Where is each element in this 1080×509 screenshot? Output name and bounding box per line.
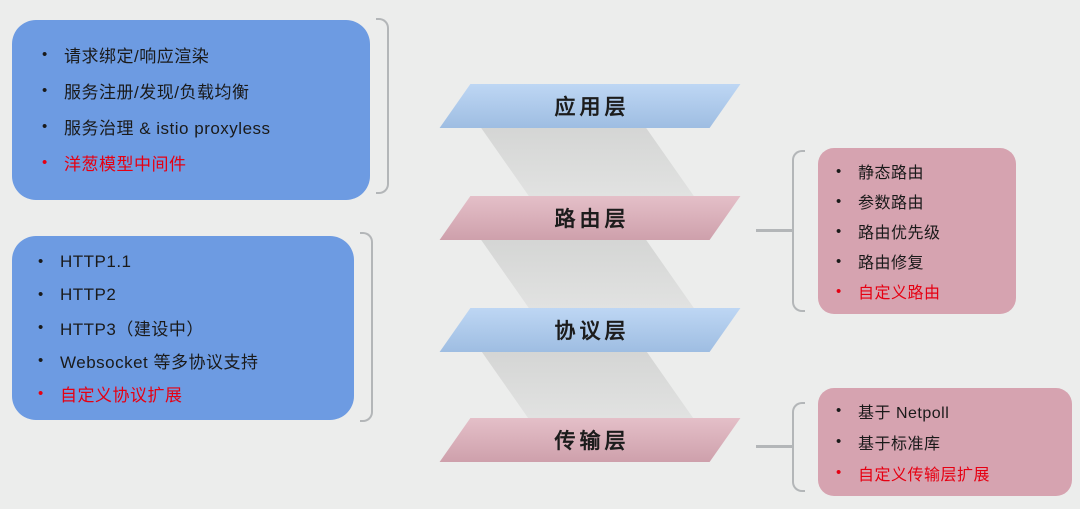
list-item: • 基于 Netpoll (836, 395, 1066, 426)
list-item-text: 自定义协议扩展 (60, 386, 183, 405)
list-item: • 请求绑定/响应渲染 (42, 36, 362, 72)
list-item-highlight: • 自定义协议扩展 (38, 377, 346, 410)
bracket-application (376, 18, 389, 194)
bracket-protocol (360, 232, 373, 422)
list-item-text: HTTP1.1 (60, 251, 132, 271)
list-item: • 基于标准库 (836, 426, 1066, 457)
feature-box-application: • 请求绑定/响应渲染 • 服务注册/发现/负载均衡 • 服务治理 & isti… (12, 20, 370, 200)
layer-label: 路由层 (554, 208, 630, 231)
list-item-text: 基于标准库 (858, 435, 941, 453)
list-item-highlight: • 洋葱模型中间件 (42, 144, 362, 180)
layer-label: 应用层 (554, 96, 630, 119)
list-item-text: 自定义路由 (858, 285, 941, 302)
list-item: • 路由修复 (836, 246, 1010, 276)
list-item: • 路由优先级 (836, 216, 1010, 246)
feature-box-routing: • 静态路由 • 参数路由 • 路由优先级 • 路由修复 • 自定义路由 (818, 148, 1016, 314)
list-item: • Websocket 等多协议支持 (38, 344, 346, 377)
list-item: • 服务治理 & istio proxyless (42, 108, 362, 144)
layer-application: 应用层 (439, 84, 741, 128)
bullet-icon: • (836, 222, 842, 240)
list-item-text: 自定义传输层扩展 (858, 466, 991, 484)
bullet-icon: • (38, 385, 44, 402)
bullet-icon: • (836, 282, 842, 300)
bullet-icon: • (836, 402, 842, 419)
layer-routing: 路由层 (439, 196, 741, 240)
bullet-icon: • (42, 81, 48, 99)
bracket-tick (756, 229, 792, 232)
list-item: • 静态路由 (836, 156, 1010, 186)
layer-transport: 传输层 (439, 418, 741, 462)
list-item-highlight: • 自定义路由 (836, 276, 1010, 306)
feature-box-transport: • 基于 Netpoll • 基于标准库 • 自定义传输层扩展 (818, 388, 1072, 496)
ribbon-fold (477, 346, 698, 424)
bullet-icon: • (836, 464, 842, 481)
bullet-icon: • (42, 117, 48, 135)
list-item-text: HTTP3（建设中） (60, 320, 204, 339)
bullet-icon: • (836, 433, 842, 450)
bullet-icon: • (42, 153, 48, 171)
bracket-transport (792, 402, 805, 492)
bullet-icon: • (836, 192, 842, 210)
list-item-text: 参数路由 (858, 195, 925, 212)
list-item: • 服务注册/发现/负载均衡 (42, 72, 362, 108)
bracket-routing (792, 150, 805, 312)
ribbon-fold (476, 234, 699, 314)
bullet-icon: • (38, 286, 44, 303)
list-item: • HTTP1.1 (38, 245, 346, 278)
list-item-highlight: • 自定义传输层扩展 (836, 457, 1066, 488)
list-item-text: 路由修复 (858, 255, 925, 272)
bullet-icon: • (836, 162, 842, 180)
list-item: • 参数路由 (836, 186, 1010, 216)
list-item-text: 路由优先级 (858, 225, 941, 242)
bullet-icon: • (38, 253, 44, 270)
layer-protocol: 协议层 (439, 308, 741, 352)
layer-label: 协议层 (554, 320, 630, 343)
bullet-icon: • (42, 45, 48, 63)
bullet-icon: • (38, 352, 44, 369)
list-item-text: 基于 Netpoll (858, 404, 950, 422)
list-item-text: 静态路由 (858, 165, 925, 182)
feature-box-protocol: • HTTP1.1 • HTTP2 • HTTP3（建设中） • Websock… (12, 236, 354, 420)
list-item-text: 服务治理 & istio proxyless (64, 118, 271, 138)
ribbon-fold (476, 122, 699, 202)
bracket-tick (756, 445, 792, 448)
list-item-text: 服务注册/发现/负载均衡 (64, 82, 250, 102)
list-item-text: 洋葱模型中间件 (64, 154, 187, 174)
list-item: • HTTP2 (38, 278, 346, 311)
list-item-text: Websocket 等多协议支持 (60, 353, 259, 372)
bullet-icon: • (38, 319, 44, 336)
list-item: • HTTP3（建设中） (38, 311, 346, 344)
layer-label: 传输层 (554, 430, 630, 453)
bullet-icon: • (836, 252, 842, 270)
list-item-text: HTTP2 (60, 284, 117, 304)
list-item-text: 请求绑定/响应渲染 (64, 46, 210, 66)
